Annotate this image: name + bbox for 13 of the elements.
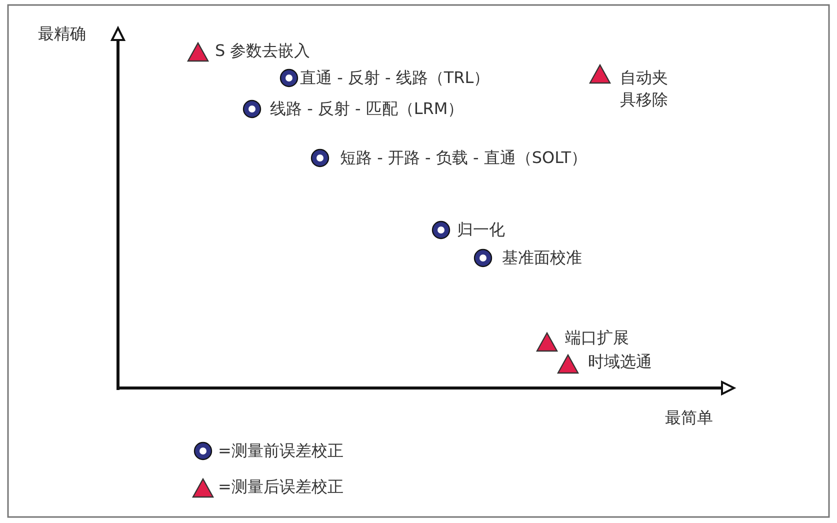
legend-text: =测量前误差校正 xyxy=(218,440,344,462)
axis-title: 最简单 xyxy=(665,407,713,429)
point-label: 短路 - 开路 - 负载 - 直通（SOLT） xyxy=(340,147,588,169)
legend-text: =测量后误差校正 xyxy=(218,476,344,498)
point-label: 归一化 xyxy=(457,219,505,241)
point-label: 时域选通 xyxy=(588,351,652,373)
point-label: 基准面校准 xyxy=(502,247,582,269)
point-label: 自动夹具移除 xyxy=(620,67,669,111)
point-label: 端口扩展 xyxy=(565,327,629,349)
point-label: 线路 - 反射 - 匹配（LRM） xyxy=(270,98,464,120)
point-label: S 参数去嵌入 xyxy=(215,40,310,62)
point-label: 直通 - 反射 - 线路（TRL） xyxy=(300,67,490,89)
axis-title: 最精确 xyxy=(38,23,86,45)
